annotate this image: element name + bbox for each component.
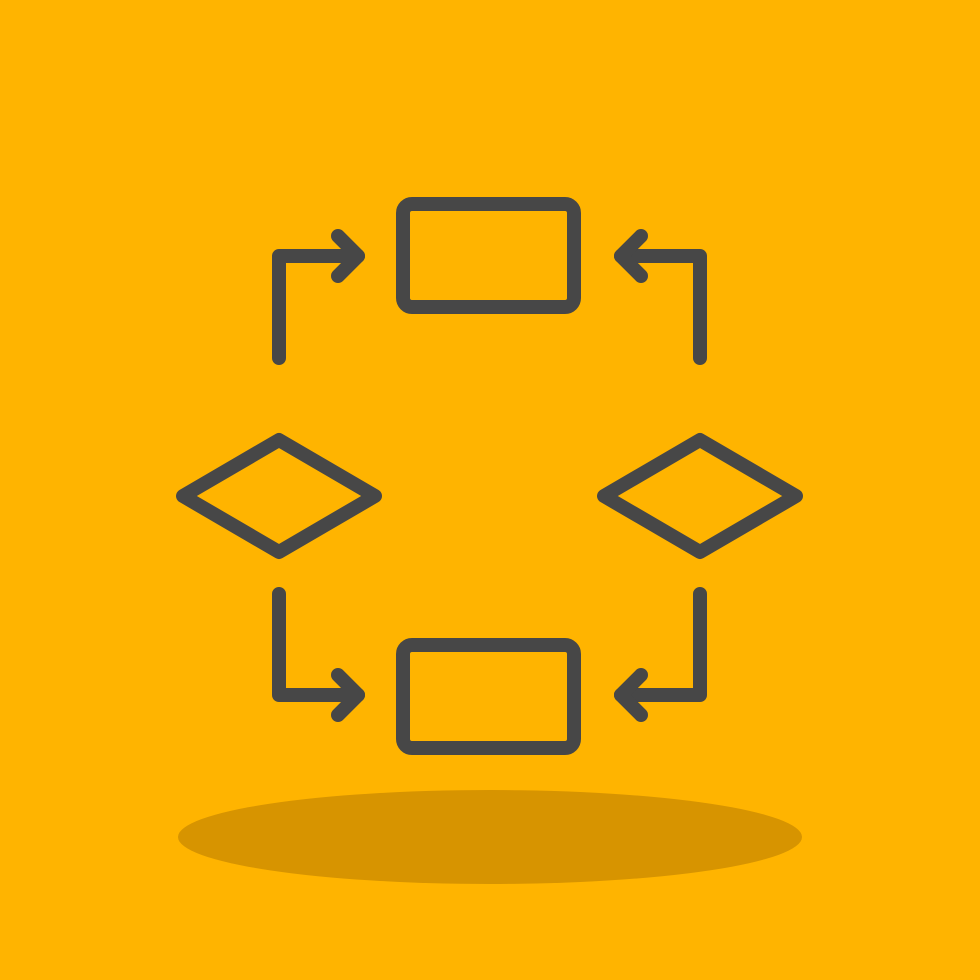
top-left-arrow	[272, 229, 365, 365]
bottom-right-arrow	[614, 587, 707, 722]
bottom-left-arrow	[272, 587, 365, 722]
top-process-box	[396, 197, 581, 314]
ground-shadow	[178, 790, 802, 884]
bottom-process-box	[396, 638, 581, 755]
right-decision-diamond	[597, 433, 803, 559]
left-decision-diamond	[176, 433, 382, 559]
top-right-arrow	[614, 229, 707, 365]
